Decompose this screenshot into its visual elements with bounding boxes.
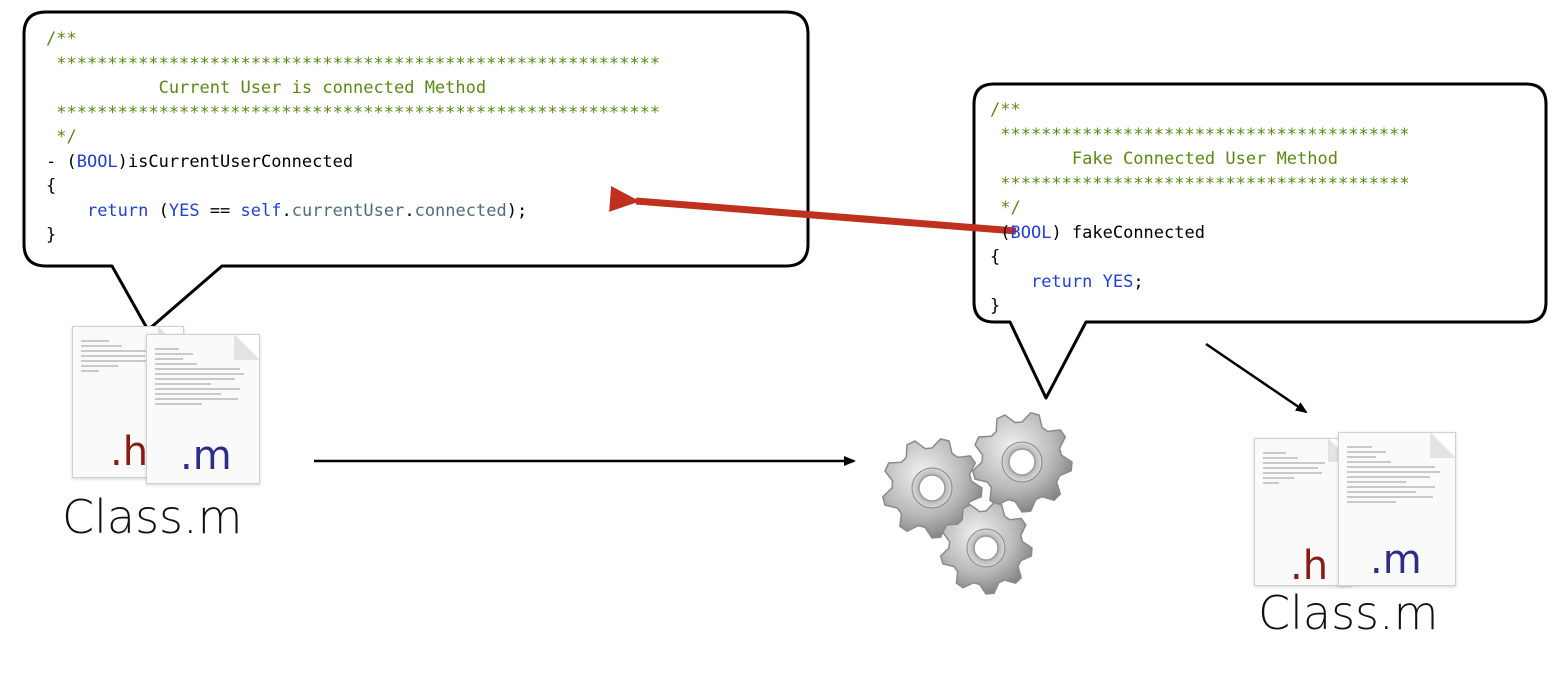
source-file-icon bbox=[1254, 438, 1352, 586]
code-line: ****************************************… bbox=[46, 101, 660, 126]
code-line: Current User is connected Method bbox=[46, 76, 660, 101]
code-token: ( bbox=[990, 222, 1011, 243]
code-line: - (BOOL)isCurrentUserConnected bbox=[46, 150, 660, 175]
source-file-icon bbox=[146, 334, 260, 484]
code-token: } bbox=[990, 296, 1001, 316]
code-token: currentUser bbox=[291, 200, 405, 221]
gear-icon bbox=[939, 501, 1033, 595]
right-speech-bubble bbox=[972, 82, 1548, 400]
output-arrow bbox=[1205, 342, 1308, 414]
gear-icon bbox=[881, 437, 983, 539]
code-token: */ bbox=[990, 198, 1021, 218]
right-code-block: /** ************************************… bbox=[990, 98, 1410, 319]
code-line: Fake Connected User Method bbox=[990, 147, 1410, 172]
h-file-extension: .h bbox=[110, 429, 149, 475]
code-token: connected bbox=[414, 200, 507, 221]
code-token: Fake Connected User Method bbox=[990, 149, 1338, 169]
code-line: } bbox=[46, 223, 660, 248]
code-line: **************************************** bbox=[990, 172, 1410, 197]
code-token: ****************************************… bbox=[46, 53, 661, 74]
gear-icon bbox=[971, 411, 1073, 513]
code-line: ****************************************… bbox=[46, 52, 660, 77]
code-token: ; bbox=[1133, 271, 1144, 292]
code-token: ); bbox=[506, 200, 528, 221]
code-token: Current User is connected Method bbox=[46, 78, 487, 98]
swizzle-arrow bbox=[609, 185, 1017, 235]
code-token: BOOL bbox=[76, 151, 118, 172]
code-token: /** bbox=[990, 100, 1021, 120]
code-token: } bbox=[46, 225, 57, 245]
h-file-extension: .h bbox=[1290, 543, 1329, 589]
code-token: /** bbox=[46, 29, 77, 49]
left-speech-bubble bbox=[22, 10, 810, 332]
code-line: { bbox=[46, 174, 660, 199]
code-token: **************************************** bbox=[990, 124, 1410, 145]
code-token: . bbox=[281, 200, 292, 221]
code-line: (BOOL) fakeConnected bbox=[990, 221, 1410, 246]
code-token: **************************************** bbox=[990, 173, 1410, 194]
code-token: { bbox=[46, 176, 57, 196]
code-token: self bbox=[240, 200, 282, 221]
source-file-icon bbox=[1338, 432, 1456, 586]
code-line: return (YES == self.currentUser.connecte… bbox=[46, 199, 660, 224]
code-line: **************************************** bbox=[990, 123, 1410, 148]
left-code-block: /** ************************************… bbox=[46, 27, 660, 248]
code-line: */ bbox=[990, 196, 1410, 221]
code-token: BOOL bbox=[1010, 222, 1052, 243]
code-token: return ( bbox=[86, 200, 169, 221]
code-token: ****************************************… bbox=[46, 102, 661, 123]
code-token: YES bbox=[168, 200, 200, 221]
code-token: . bbox=[404, 200, 415, 221]
gears-icon bbox=[881, 411, 1073, 595]
code-token: ) fakeConnected bbox=[1051, 222, 1205, 243]
code-token: )isCurrentUserConnected bbox=[117, 151, 354, 172]
file-caption-right: Class.m bbox=[1258, 586, 1439, 640]
code-token: - ( bbox=[46, 151, 77, 172]
code-token: YES bbox=[1102, 271, 1134, 292]
m-file-extension: .m bbox=[1370, 537, 1422, 583]
code-token: == bbox=[199, 200, 241, 221]
file-caption-left: Class.m bbox=[62, 490, 243, 544]
code-line: /** bbox=[46, 27, 660, 52]
code-line: } bbox=[990, 294, 1410, 319]
code-line: return YES; bbox=[990, 270, 1410, 295]
code-line: /** bbox=[990, 98, 1410, 123]
code-line: { bbox=[990, 245, 1410, 270]
code-token: */ bbox=[46, 127, 77, 147]
m-file-extension: .m bbox=[180, 433, 232, 479]
code-token: return bbox=[1030, 271, 1093, 292]
code-token: { bbox=[990, 247, 1001, 267]
code-line: */ bbox=[46, 125, 660, 150]
